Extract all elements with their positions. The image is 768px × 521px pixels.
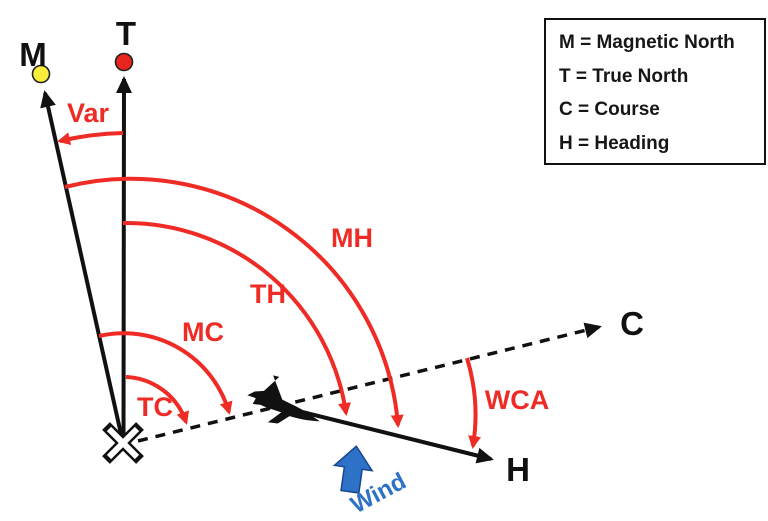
true-course-arc	[125, 375, 189, 425]
angle-labels: Var TC MC TH MH WCA	[67, 98, 549, 422]
legend-item-course: C = Course	[559, 99, 660, 120]
wind-correction-label: WCA	[485, 385, 549, 415]
legend-item-magnetic-north: M = Magnetic North	[559, 32, 735, 53]
airplane-icon	[247, 375, 320, 424]
wind-arrow-icon	[332, 445, 374, 494]
variation-label: Var	[67, 98, 110, 128]
course-line-dashed	[137, 322, 602, 443]
magnetic-north-dot	[31, 64, 51, 84]
node-labels: M T C H	[19, 15, 644, 488]
magnetic-heading-arc	[64, 176, 404, 428]
true-north-dot	[114, 52, 134, 72]
magnetic-course-label: MC	[182, 317, 224, 347]
true-north-label: T	[116, 15, 136, 52]
variation-arc	[57, 131, 124, 146]
heading-label: H	[506, 451, 530, 488]
course-label: C	[620, 305, 644, 342]
wind-correction-arc	[465, 357, 482, 449]
true-course-label: TC	[137, 392, 173, 422]
true-north-line	[115, 76, 132, 444]
magnetic-heading-label: MH	[331, 223, 373, 253]
magnetic-course-arc	[98, 331, 233, 415]
legend-item-heading: H = Heading	[559, 132, 670, 154]
vector-lines	[40, 76, 602, 464]
angle-arcs	[57, 131, 482, 449]
magnetic-north-label: M	[19, 36, 47, 73]
true-heading-arc	[122, 220, 351, 416]
magnetic-north-line	[40, 90, 125, 444]
legend-item-true-north: T = True North	[559, 65, 689, 87]
origin-x-marker	[102, 422, 144, 464]
true-heading-label: TH	[250, 279, 286, 309]
legend-box: M = Magnetic North T = True North C = Co…	[544, 18, 766, 165]
